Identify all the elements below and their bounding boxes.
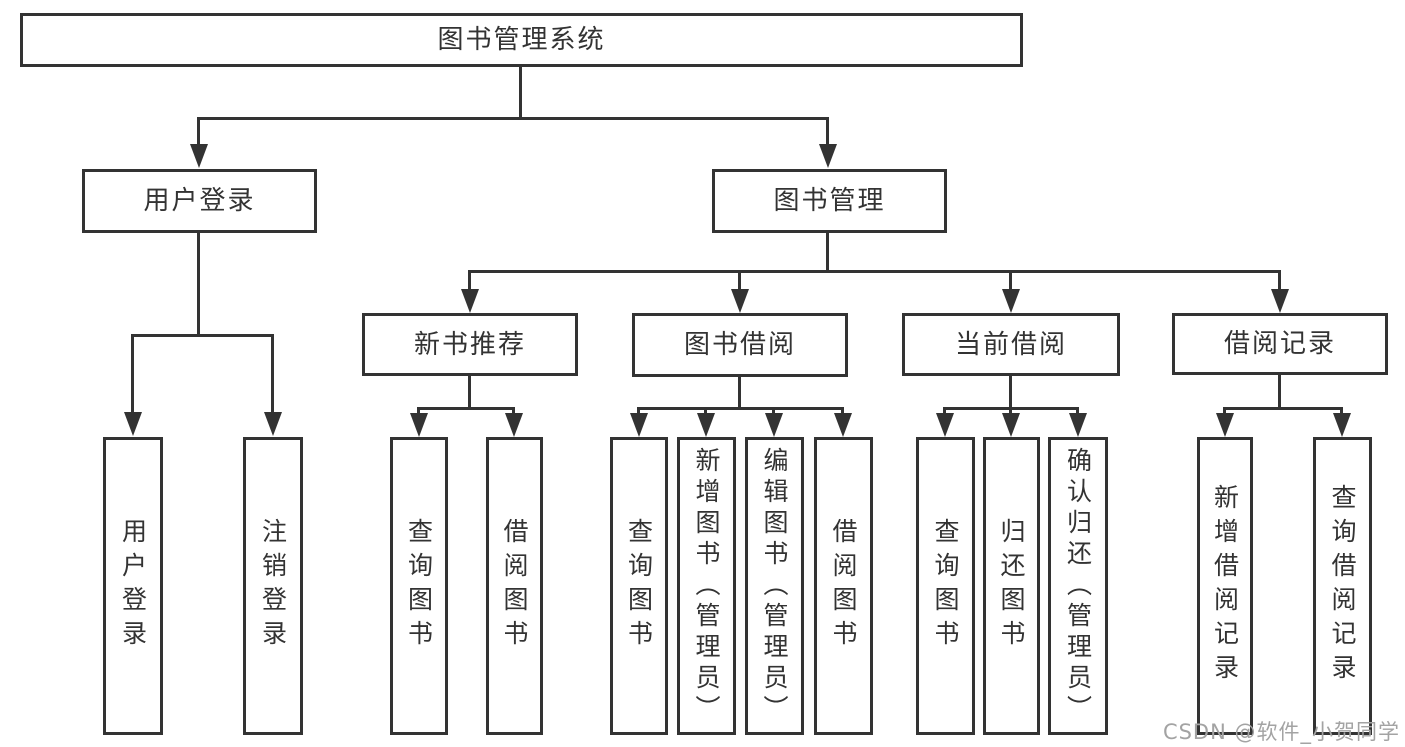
arrow-down-icon bbox=[461, 289, 479, 313]
arrow-down-icon bbox=[410, 413, 428, 437]
leaf-logout-login: 注销登录 bbox=[243, 437, 303, 735]
arrow-down-icon bbox=[1002, 413, 1020, 437]
connector-drop-leaf bbox=[1340, 407, 1343, 415]
arrow-down-icon bbox=[731, 289, 749, 313]
connector-drop-leaf bbox=[704, 407, 707, 415]
connector-drop-borrow-records bbox=[1278, 270, 1281, 291]
arrow-down-icon bbox=[697, 413, 715, 437]
connector-drop-book-management bbox=[826, 117, 829, 146]
arrow-down-icon bbox=[505, 413, 523, 437]
node-label: 图书管理 bbox=[773, 186, 886, 216]
leaf-borrow-books: 借阅图书 bbox=[814, 437, 873, 735]
connector-drop-current-borrow bbox=[1009, 270, 1012, 291]
node-label: 借阅记录 bbox=[1223, 329, 1336, 359]
node-user-login: 用户登录 bbox=[82, 169, 317, 233]
arrow-down-icon bbox=[834, 413, 852, 437]
node-label: 新增借阅记录 bbox=[1210, 484, 1240, 688]
node-root: 图书管理系统 bbox=[20, 13, 1023, 67]
leaf-query-books-current: 查询图书 bbox=[916, 437, 975, 735]
leaf-query-books-recommend: 查询图书 bbox=[390, 437, 448, 735]
node-label: 编辑图书（管理员） bbox=[760, 446, 789, 726]
node-label: 注销登录 bbox=[258, 518, 288, 654]
node-book-borrow: 图书借阅 bbox=[632, 313, 848, 377]
connector-drop-leaf bbox=[637, 407, 640, 415]
node-label: 查询图书 bbox=[404, 518, 434, 654]
leaf-edit-book-admin: 编辑图书（管理员） bbox=[745, 437, 804, 735]
connector-drop-book-borrow bbox=[738, 270, 741, 291]
connector-new-book-stem bbox=[468, 376, 471, 409]
node-label: 确认归还（管理员） bbox=[1063, 446, 1093, 726]
node-label: 当前借阅 bbox=[954, 329, 1067, 360]
connector-drop-leaf bbox=[1223, 407, 1226, 415]
node-label: 查询借阅记录 bbox=[1328, 484, 1357, 688]
watermark: CSDN @软件_小贺同学 bbox=[1162, 720, 1400, 744]
arrow-down-icon bbox=[1069, 413, 1087, 437]
connector-book-borrow-bus bbox=[637, 407, 844, 410]
leaf-query-books-borrow: 查询图书 bbox=[610, 437, 668, 735]
connector-drop-new-book bbox=[468, 270, 471, 291]
leaf-return-books: 归还图书 bbox=[983, 437, 1040, 735]
arrow-down-icon bbox=[1333, 413, 1351, 437]
node-book-management: 图书管理 bbox=[712, 169, 947, 233]
arrow-down-icon bbox=[1002, 289, 1020, 313]
arrow-down-icon bbox=[264, 412, 282, 436]
connector-root-trunk bbox=[519, 66, 522, 119]
arrow-down-icon bbox=[1271, 289, 1289, 313]
connector-borrow-records-bus bbox=[1223, 407, 1343, 410]
node-label: 图书借阅 bbox=[683, 330, 796, 360]
arrow-down-icon bbox=[765, 413, 783, 437]
arrow-down-icon bbox=[124, 412, 142, 436]
node-label: 用户登录 bbox=[143, 186, 256, 216]
connector-drop-leaf bbox=[772, 407, 775, 415]
connector-drop-leaf bbox=[1076, 407, 1079, 415]
connector-drop-leaf bbox=[271, 334, 274, 412]
node-label: 查询图书 bbox=[931, 518, 960, 654]
connector-user-login-bus bbox=[131, 334, 274, 337]
node-label: 新增图书（管理员） bbox=[692, 446, 721, 726]
arrow-down-icon bbox=[630, 413, 648, 437]
node-current-borrow: 当前借阅 bbox=[902, 313, 1120, 376]
leaf-borrow-books-recommend: 借阅图书 bbox=[486, 437, 543, 735]
node-label: 借阅图书 bbox=[829, 518, 858, 654]
node-label: 用户登录 bbox=[118, 518, 148, 654]
node-label: 归还图书 bbox=[997, 518, 1026, 654]
arrow-down-icon bbox=[1216, 413, 1234, 437]
node-label: 新书推荐 bbox=[413, 329, 526, 360]
node-label: 图书管理系统 bbox=[437, 25, 606, 55]
leaf-user-login: 用户登录 bbox=[103, 437, 163, 735]
connector-drop-leaf bbox=[1009, 407, 1012, 415]
connector-drop-leaf bbox=[131, 334, 134, 412]
leaf-confirm-return-admin: 确认归还（管理员） bbox=[1048, 437, 1108, 735]
node-label: 查询图书 bbox=[624, 518, 654, 654]
connector-new-book-bus bbox=[417, 407, 515, 410]
connector-borrow-records-stem bbox=[1278, 375, 1281, 409]
leaf-add-book-admin: 新增图书（管理员） bbox=[677, 437, 736, 735]
connector-user-login-stem bbox=[197, 233, 200, 336]
arrow-down-icon bbox=[936, 413, 954, 437]
connector-drop-user-login bbox=[197, 117, 200, 146]
arrow-down-icon bbox=[819, 144, 837, 168]
connector-book-management-stem bbox=[826, 233, 829, 272]
node-new-book-recommend: 新书推荐 bbox=[362, 313, 578, 376]
connector-drop-leaf bbox=[943, 407, 946, 415]
node-label: 借阅图书 bbox=[500, 518, 529, 654]
connector-level1-bus bbox=[197, 117, 829, 120]
connector-drop-leaf bbox=[512, 407, 515, 415]
leaf-query-borrow-record: 查询借阅记录 bbox=[1313, 437, 1372, 735]
connector-book-borrow-stem bbox=[738, 376, 741, 409]
arrow-down-icon bbox=[190, 144, 208, 168]
leaf-add-borrow-record: 新增借阅记录 bbox=[1197, 437, 1253, 735]
connector-drop-leaf bbox=[841, 407, 844, 415]
connector-drop-leaf bbox=[417, 407, 420, 415]
connector-current-borrow-stem bbox=[1009, 376, 1012, 409]
connector-level2-bus bbox=[468, 270, 1281, 273]
node-borrow-records: 借阅记录 bbox=[1172, 313, 1388, 375]
